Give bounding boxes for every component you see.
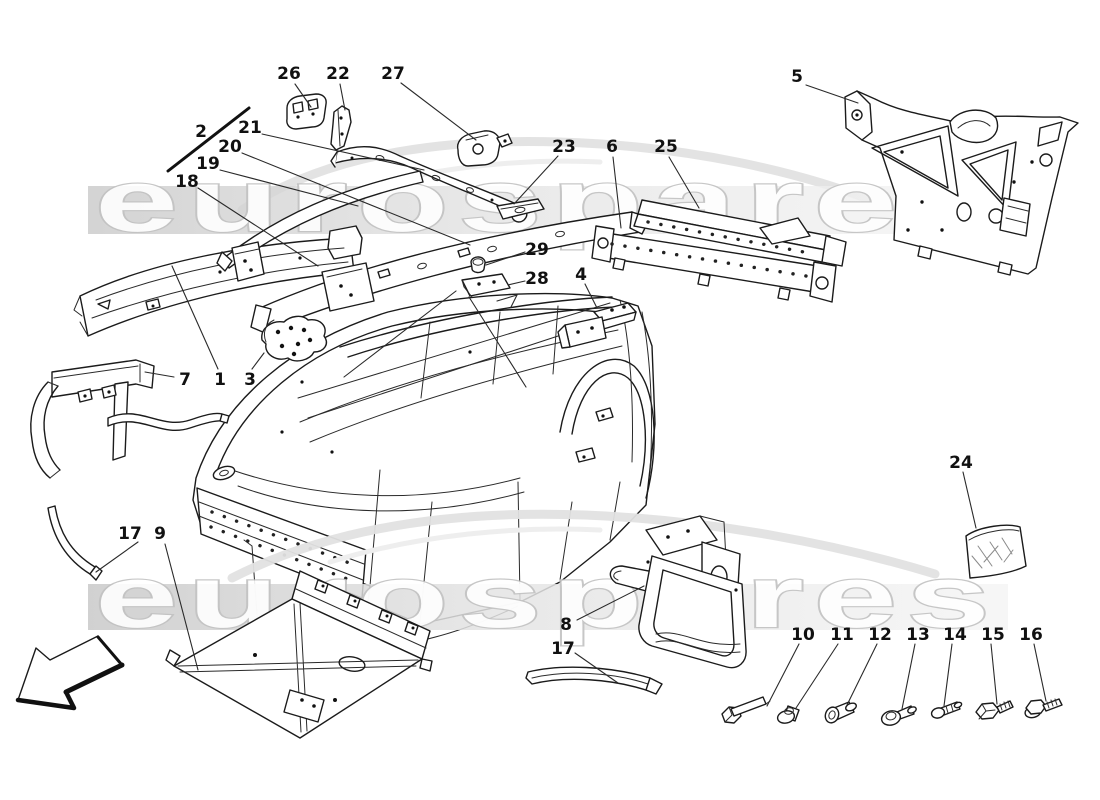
part-8-bracket-assembly [609,515,747,669]
leader-line-19 [219,169,359,207]
part-label-19: 19 [196,154,220,174]
leader-line-25 [668,156,700,209]
part-label-1: 1 [214,370,226,390]
leader-line-11 [795,643,839,709]
leader-line-18 [197,187,319,267]
part-label-13: 13 [906,625,930,645]
front-direction-arrow-icon [15,635,125,711]
leader-line-7 [144,371,175,378]
mount-location-lines [343,290,527,388]
leader-line-20 [241,152,471,246]
fastener-10-bolt [721,696,771,724]
part-22-bracket [330,105,352,151]
watermark-band [88,584,1008,630]
part-front-chassis-frame [192,292,656,649]
part-label-4: 4 [575,265,587,285]
leader-line-12 [846,643,878,706]
leader-line-27 [400,82,477,141]
part-18-end-panel-a [231,241,265,282]
part-label-14: 14 [943,625,967,645]
leader-line-28 [507,280,526,286]
part-26-bracket [286,93,327,130]
part-label-7: 7 [179,370,191,390]
part-label-8: 8 [560,615,572,635]
part-label-11: 11 [830,625,854,645]
leader-line-13 [901,643,916,710]
part-7-wheelarch-frame [30,359,230,479]
watermark-text: eurospares [95,547,1000,646]
leader-line-17 [95,541,139,573]
part-label-21: 21 [238,118,262,138]
leader-line-9 [164,543,199,671]
leader-line-15 [990,643,998,705]
part-label-18: 18 [175,172,199,192]
part-2-strip [166,106,251,173]
mount-location-line [343,290,457,378]
leader-line-14 [943,643,953,707]
leader-line-4 [584,283,598,309]
fastener-13-flanged-rivet [880,705,917,726]
fastener-16-screw [1024,698,1063,719]
part-label-24: 24 [949,453,973,473]
fastener-12-rivet-nut [824,701,857,724]
part-label-25: 25 [654,137,678,157]
part-17-seal-left [47,505,103,581]
part-18-end-panel-b [321,262,375,312]
leader-line-22 [339,83,346,111]
part-label-6: 6 [606,137,618,157]
watermark-lower: eurospares [88,509,1008,647]
part-label-17: 17 [118,524,142,544]
leader-line-26 [294,83,312,108]
part-6-crossmember [591,225,837,303]
leader-line-23 [513,155,559,205]
part-4-bracket [557,302,637,349]
part-label-9: 9 [154,524,166,544]
leader-line-29 [485,251,526,266]
part-label-26: 26 [277,64,301,84]
part-label-15: 15 [981,625,1005,645]
part-28-plate [461,273,511,298]
part-label-27: 27 [381,64,405,84]
mount-location-line [468,296,527,388]
leader-line-8 [576,585,645,621]
part-label-23: 23 [552,137,576,157]
leader-line-24 [962,471,977,529]
fastener-11-plug [776,705,800,724]
part-label-20: 20 [218,137,242,157]
fastener-15-stud [975,700,1014,720]
part-label-10: 10 [791,625,815,645]
part-label-28: 28 [525,269,549,289]
leader-line-10 [766,643,800,707]
part-label-16: 16 [1019,625,1043,645]
part-29-cap [470,256,486,274]
part-17-seal-right [525,666,663,695]
fastener-14-rivet [930,701,963,719]
part-label-17: 17 [551,639,575,659]
part-24-insulation-pad [965,524,1027,579]
leader-line-16 [1033,643,1047,702]
part-27-bracket [456,130,513,167]
leader-line-6 [612,156,622,229]
part-label-22: 22 [326,64,350,84]
leader-line-3 [251,352,265,370]
part-5-firewall-panel [844,90,1079,276]
leader-line-1 [171,265,219,370]
leader-line-5 [805,84,859,104]
part-3-bracket [261,315,328,362]
part-23-plate [496,198,545,220]
leader-line-17 [574,652,619,684]
part-label-3: 3 [244,370,256,390]
part-9-floor-panel [165,570,433,739]
part-25-beam [633,199,847,267]
part-label-2: 2 [195,122,207,142]
mount-location-line [510,294,518,308]
part-label-29: 29 [525,240,549,260]
mount-location-line [496,294,518,302]
part-label-5: 5 [791,67,803,87]
leader-line-21 [261,133,425,171]
part-label-12: 12 [868,625,892,645]
part-1-front-rail [73,225,363,337]
